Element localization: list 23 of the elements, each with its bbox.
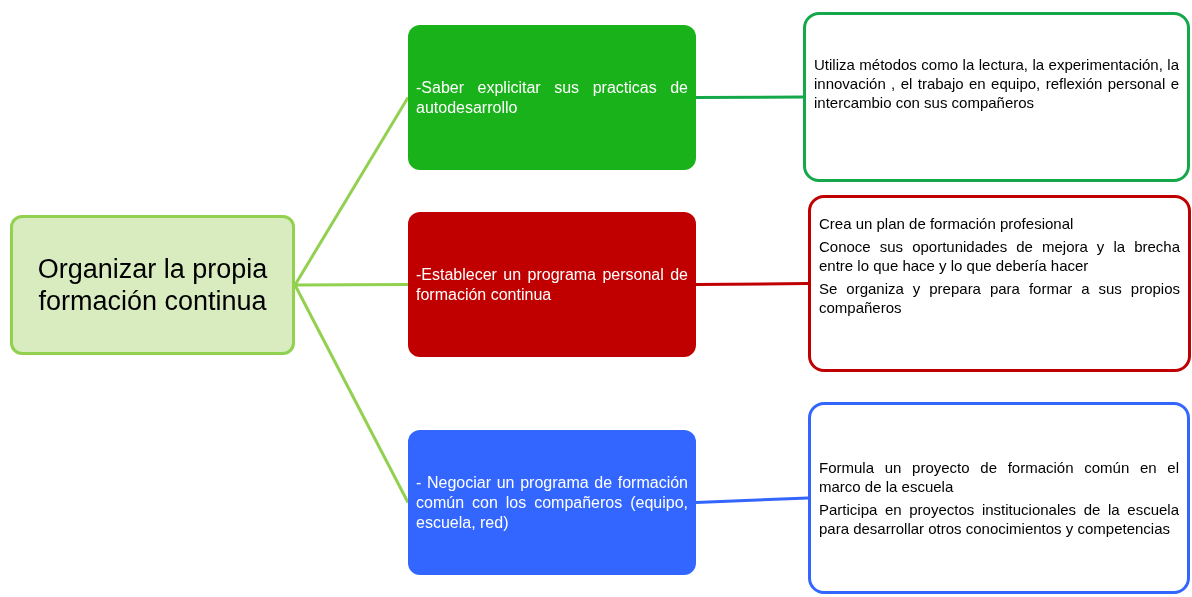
connector-line xyxy=(696,95,803,99)
connector-line xyxy=(695,496,809,504)
process-box xyxy=(408,430,696,575)
connector-line xyxy=(295,283,408,287)
detail-box xyxy=(803,12,1190,182)
connector-line xyxy=(696,282,808,286)
node-text: Utiliza métodos como la lectura, la experimentación, la innovación , el trabajo en equipo, reflexión personal e intercambio con sus compañeros xyxy=(814,55,1179,112)
process-box xyxy=(408,25,696,170)
process-box xyxy=(408,212,696,357)
node-text: Conoce sus oportunidades de mejora y la brecha entre lo que hace y lo que debería hacer xyxy=(819,237,1180,275)
detail-box xyxy=(808,195,1191,372)
node-text: Crea un plan de formación profesional xyxy=(819,214,1075,233)
node-text: Formula un proyecto de formación común en el marco de la escuela xyxy=(819,458,1179,496)
node-text: -Establecer un programa personal de formación continua xyxy=(416,264,688,305)
node-text: Organizar la propia formación continua xyxy=(36,253,269,317)
connector-line xyxy=(293,96,410,286)
topic-box xyxy=(10,215,295,355)
node-text: Participa en proyectos institucionales de la escuela para desarrollar otros conocimientos y competencias xyxy=(819,500,1179,538)
node-text: - Negociar un programa de formación común con los compañeros (equipo, escuela, red) xyxy=(416,472,688,533)
connector-line xyxy=(293,284,410,504)
node-text: -Saber explicitar sus practicas de autodesarrollo xyxy=(416,77,688,118)
detail-box xyxy=(808,402,1190,594)
node-text: Se organiza y prepara para formar a sus propios compañeros xyxy=(819,279,1180,317)
